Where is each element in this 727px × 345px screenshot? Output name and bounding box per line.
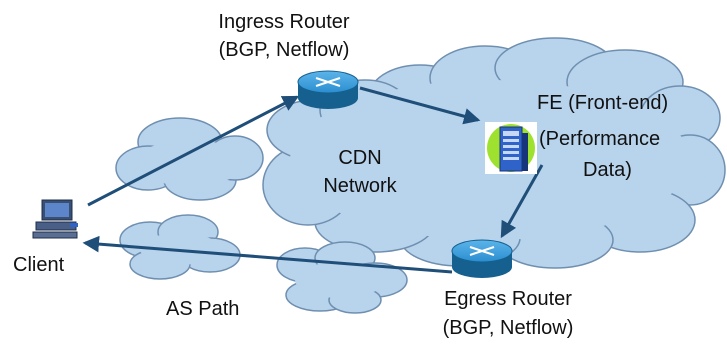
fe-label-line1: FE (Front-end) xyxy=(537,92,669,114)
egress-router-title: Egress Router xyxy=(444,288,572,310)
fe-label-line3: Data) xyxy=(583,159,632,181)
client-label: Client xyxy=(13,254,65,276)
egress-router-subtitle: (BGP, Netflow) xyxy=(442,317,574,339)
egress-router-icon xyxy=(451,239,513,278)
fe-label-line2: (Performance xyxy=(539,128,661,150)
as-path-label: AS Path xyxy=(166,298,240,320)
ingress-router-subtitle: (BGP, Netflow) xyxy=(218,39,350,61)
cdn-network-label-line2: Network xyxy=(323,175,397,197)
client-computer-icon xyxy=(32,199,78,239)
cdn-network-label-line1: CDN xyxy=(338,147,382,169)
arrow-client-to-ingress xyxy=(87,95,300,207)
as-path-cloud-lower-right xyxy=(276,241,408,314)
ingress-router-icon xyxy=(297,70,359,109)
arrow-egress-to-client xyxy=(82,235,453,274)
server-icon xyxy=(485,122,537,174)
arrow-ingress-to-fe xyxy=(359,86,481,125)
as-path-cloud-upper xyxy=(115,117,264,201)
ingress-router-title: Ingress Router xyxy=(218,11,350,33)
arrow-fe-to-egress xyxy=(500,164,544,239)
